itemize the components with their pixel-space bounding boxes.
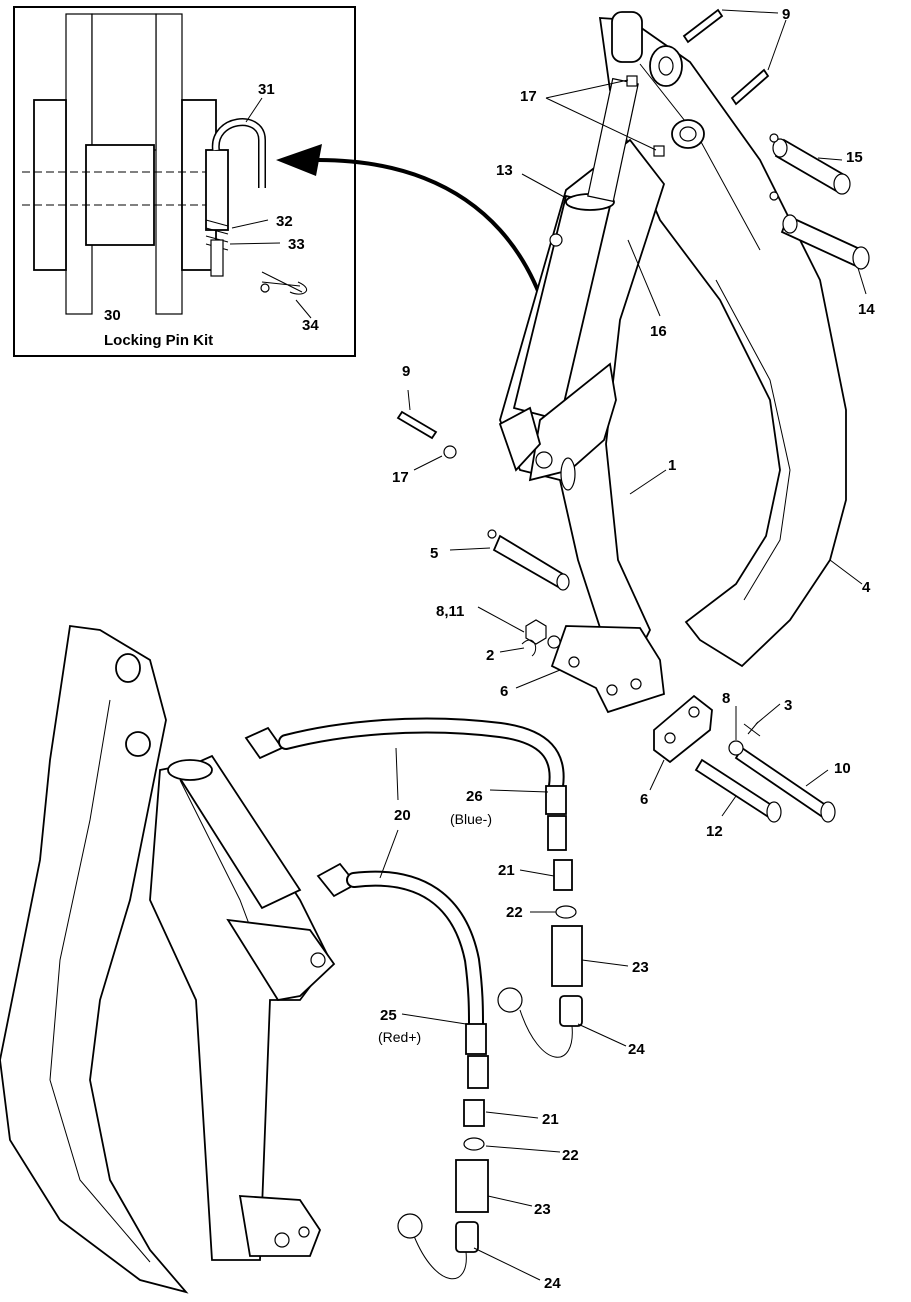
callout-14: 14	[858, 301, 875, 318]
hydraulic-hoses: 20 26 (Blue-) 21 22 23 24 25 (Red+) 21 2…	[278, 717, 649, 1292]
red-hose-label: (Red+)	[378, 1029, 421, 1045]
callout-34: 34	[302, 317, 319, 334]
callout-30: 30	[104, 307, 121, 324]
callout-5: 5	[430, 545, 438, 562]
callout-31: 31	[258, 81, 275, 98]
callout-22b: 22	[562, 1147, 579, 1164]
callout-4: 4	[862, 579, 871, 596]
upper-dipper-assembly: 9 17 13 15 14 16 9 17 1 4 5 8,11 2 6 3 8…	[392, 6, 875, 840]
callout-15: 15	[846, 149, 863, 166]
blue-hose-label: (Blue-)	[450, 811, 492, 827]
callout-32: 32	[276, 213, 293, 230]
callout-10: 10	[834, 760, 851, 777]
callout-6a: 6	[500, 683, 508, 700]
callout-8-11: 8,11	[436, 603, 464, 620]
callout-24b: 24	[544, 1275, 561, 1292]
lower-installed-assembly	[0, 624, 358, 1294]
callout-13: 13	[496, 162, 513, 179]
callout-16: 16	[650, 323, 667, 340]
callout-3: 3	[784, 697, 792, 714]
inset-title: Locking Pin Kit	[104, 332, 213, 349]
locking-pin-kit-inset: 31 32 33 34 30 Locking Pin Kit	[13, 6, 356, 357]
callout-17b: 17	[392, 469, 409, 486]
callout-12: 12	[706, 823, 723, 840]
callout-2: 2	[486, 647, 494, 664]
callout-20a: 20	[394, 807, 411, 824]
callout-6b: 6	[640, 791, 648, 808]
callout-26: 26	[466, 788, 483, 805]
callout-21b: 21	[542, 1111, 559, 1128]
callout-23b: 23	[534, 1201, 551, 1218]
callout-23a: 23	[632, 959, 649, 976]
callout-17a: 17	[520, 88, 537, 105]
callout-33: 33	[288, 236, 305, 253]
callout-9a: 9	[782, 6, 790, 23]
callout-22a: 22	[506, 904, 523, 921]
callout-24a: 24	[628, 1041, 645, 1058]
callout-21a: 21	[498, 862, 515, 879]
callout-25: 25	[380, 1007, 397, 1024]
callout-1: 1	[668, 457, 676, 474]
callout-9b: 9	[402, 363, 410, 380]
callout-8: 8	[722, 690, 730, 707]
